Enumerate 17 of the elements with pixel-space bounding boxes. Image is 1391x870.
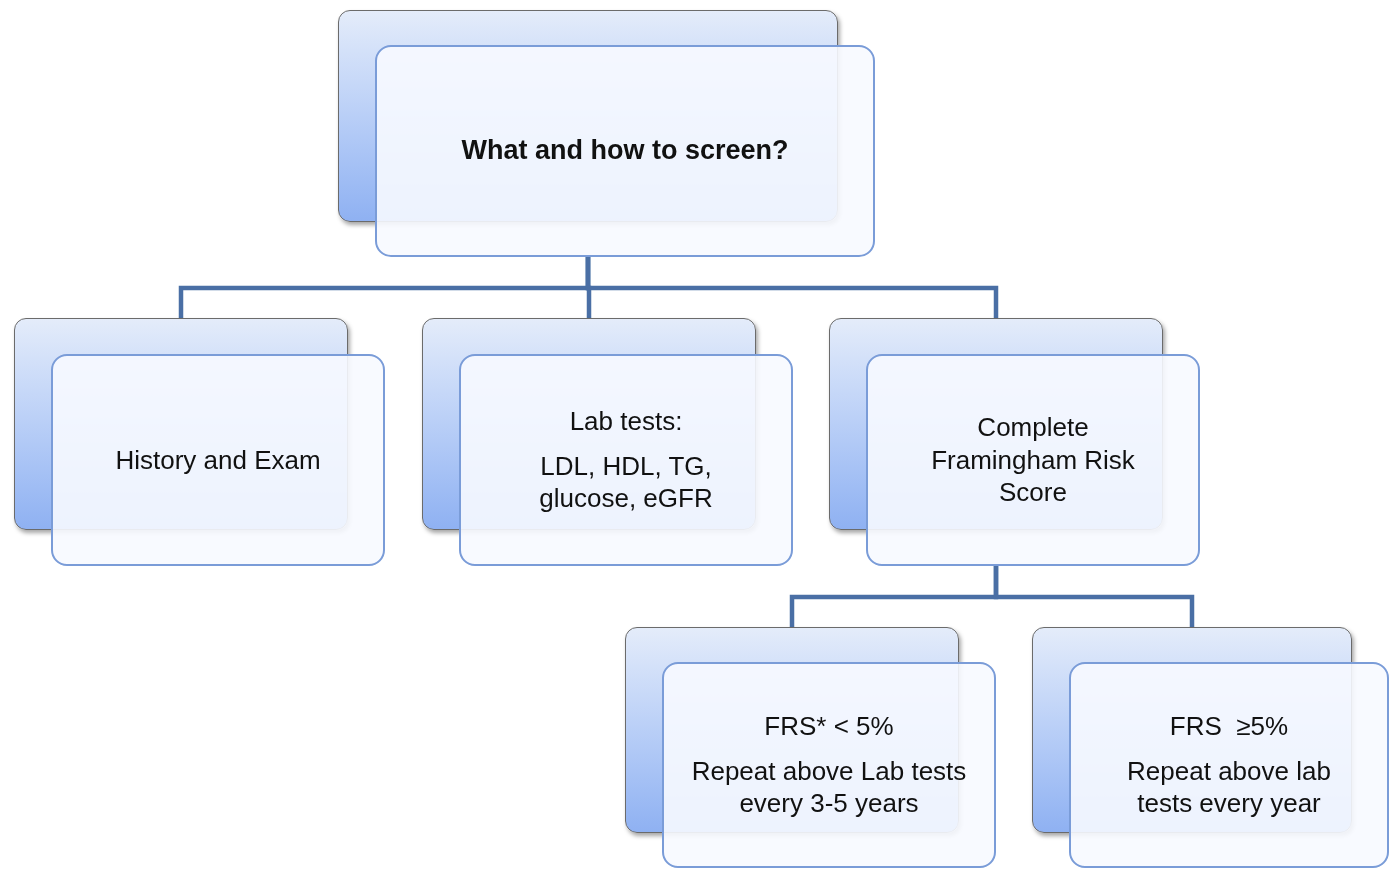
heading-text: What and how to screen? (461, 134, 789, 168)
box-text: History and Exam (115, 443, 321, 477)
stacked-box (1032, 627, 1389, 868)
box-heading: Lab tests: (569, 405, 683, 438)
box-text: Repeat above lab tests every year (1126, 754, 1332, 820)
box-text: LDL, HDL, TG, glucose, eGFR (538, 449, 714, 515)
stacked-box (14, 318, 385, 566)
box-text: Complete Framingham Risk Score (930, 411, 1136, 509)
connector-line (585, 257, 999, 318)
stacked-box (829, 318, 1200, 566)
connector-line (993, 566, 1195, 627)
stacked-box (338, 10, 875, 257)
box-heading: FRS* < 5% (764, 710, 894, 743)
box-text: Repeat above Lab tests every 3-5 years (690, 754, 968, 820)
stacked-box (625, 627, 996, 868)
box-heading: FRS ≥5% (1169, 710, 1289, 743)
stacked-box (422, 318, 793, 566)
